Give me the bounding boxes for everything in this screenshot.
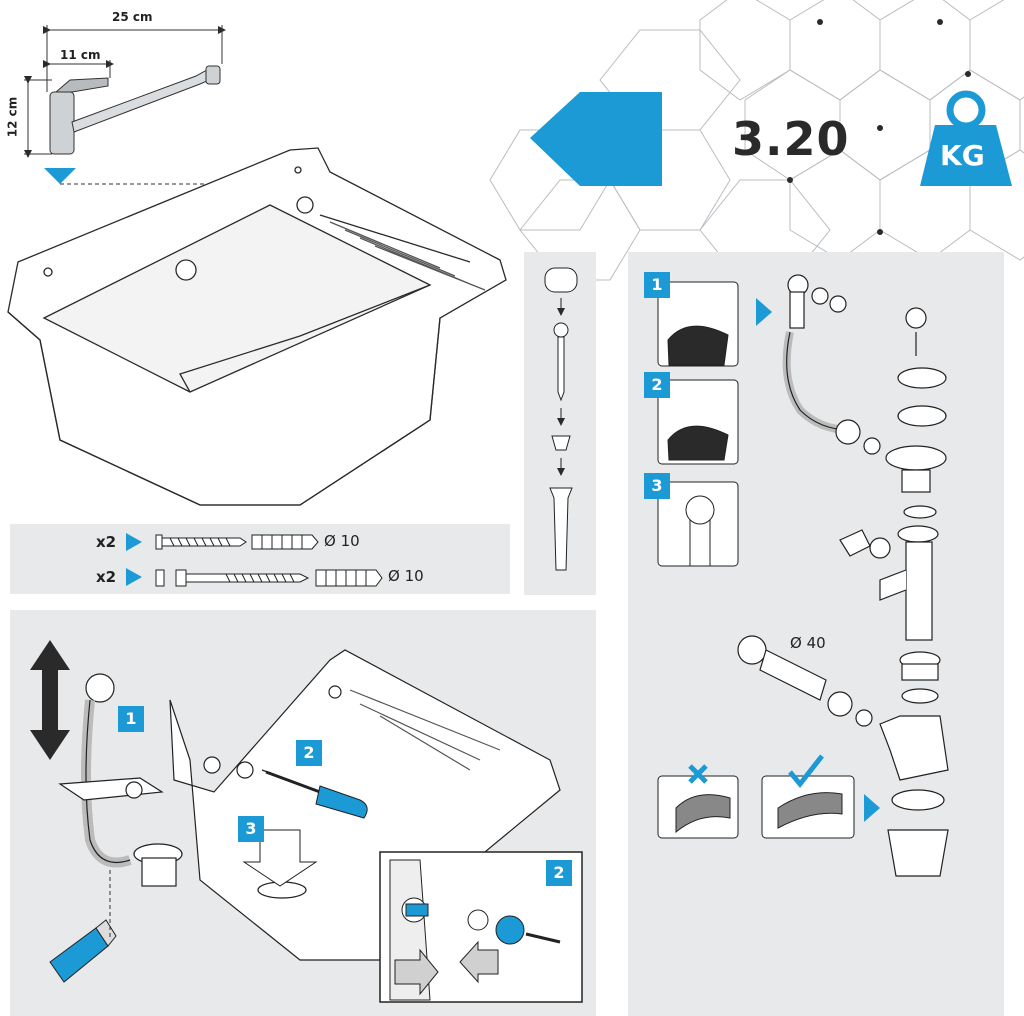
fixing-quantity-1: x2 xyxy=(96,533,117,551)
detail-step-2: 2 xyxy=(546,860,572,886)
check-icon xyxy=(788,754,824,788)
install-step-3: 3 xyxy=(238,816,264,842)
height-label: 12 cm xyxy=(5,96,20,138)
wall-plug-icon xyxy=(251,534,383,587)
fixing-diameter-2: Ø 10 xyxy=(388,567,424,585)
pipe-diameter-label: Ø 40 xyxy=(790,634,826,652)
fixing-diameter-1: Ø 10 xyxy=(324,532,360,550)
faucet-icon xyxy=(49,65,221,155)
screw-icon xyxy=(155,534,310,587)
utility-knife-icon xyxy=(49,919,117,983)
hose-step-1: 1 xyxy=(644,272,670,298)
sink-icon xyxy=(7,147,507,506)
weight-value: 3.20 xyxy=(732,112,850,166)
cross-icon xyxy=(688,764,708,784)
hose-step-2: 2 xyxy=(644,372,670,398)
hose-step-3: 3 xyxy=(644,473,670,499)
width-partial-label: 11 cm xyxy=(60,48,101,62)
install-step-1: 1 xyxy=(118,706,144,732)
direction-arrow-icon xyxy=(530,92,662,186)
weight-icon xyxy=(920,90,1012,186)
fixing-quantity-2: x2 xyxy=(96,568,117,586)
weight-unit: KG xyxy=(940,139,985,172)
width-total-label: 25 cm xyxy=(112,10,153,24)
screwdriver-icon xyxy=(265,770,368,819)
drain-trap-icon xyxy=(737,274,949,877)
position-marker-icon xyxy=(44,168,76,184)
install-step-2: 2 xyxy=(296,740,322,766)
